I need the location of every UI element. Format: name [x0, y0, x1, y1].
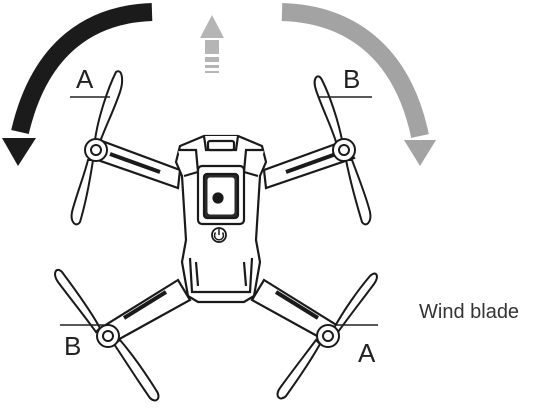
propeller-top-right [313, 75, 372, 226]
drone-arms [90, 139, 356, 344]
propeller-top-left [70, 70, 124, 226]
propeller-bottom-right [276, 272, 378, 400]
label-bottom-right: A [358, 338, 376, 368]
label-top-left: A [76, 64, 94, 94]
label-underlines [60, 96, 378, 326]
forward-direction-arrow-icon [200, 15, 224, 73]
power-button-icon [211, 227, 227, 243]
label-top-right: B [343, 64, 361, 94]
wind-blade-caption: Wind blade [419, 301, 520, 323]
ccw-rotation-arrow-icon [2, 3, 153, 166]
cw-rotation-arrow-icon [281, 3, 436, 166]
drone-body [174, 134, 268, 304]
label-bottom-left: B [64, 331, 82, 361]
propeller-bottom-left [54, 268, 160, 402]
